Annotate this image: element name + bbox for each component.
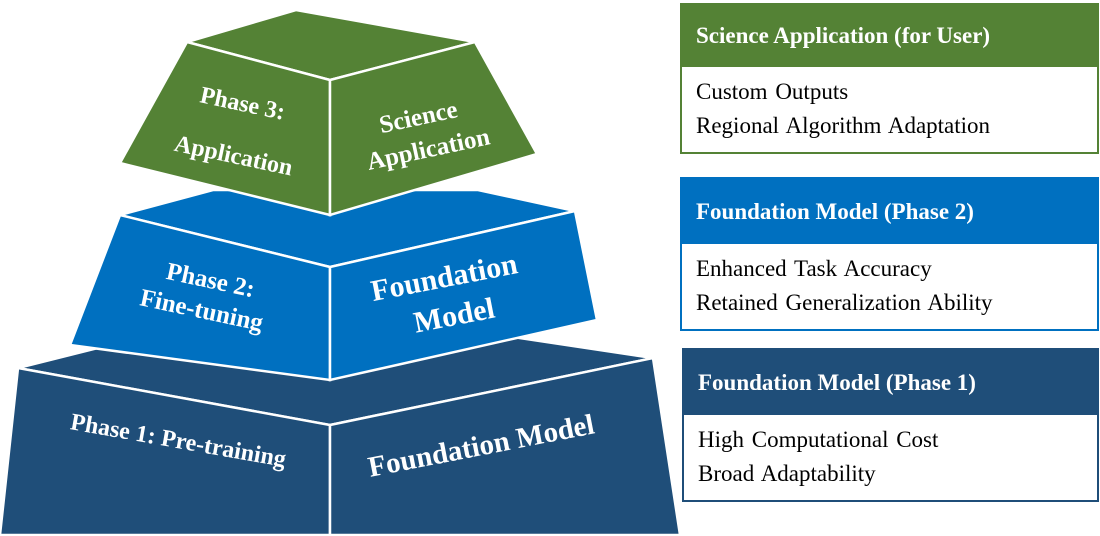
foundation-model-phase1-panel-header: Foundation Model (Phase 1) bbox=[684, 350, 1097, 415]
pyramid-diagram: Phase 1: Pre-training Foundation Model P… bbox=[0, 8, 680, 536]
tier-phase3: Phase 3: Application Science Application bbox=[118, 8, 539, 217]
science-application-line-2: Regional Algorithm Adaptation bbox=[696, 113, 991, 138]
foundation-model-phase2-panel-header: Foundation Model (Phase 2) bbox=[682, 179, 1097, 244]
tier-phase3-right-face bbox=[328, 40, 539, 217]
tier-phase1-right-face bbox=[328, 356, 680, 536]
science-application-panel-header: Science Application (for User) bbox=[682, 5, 1097, 67]
tier-phase2-right-face bbox=[328, 209, 599, 382]
foundation-model-phase2-line-1: Enhanced Task Accuracy bbox=[696, 256, 932, 281]
foundation-model-phase2-line-2: Retained Generalization Ability bbox=[696, 290, 993, 315]
foundation-model-phase1-line-2: Broad Adaptability bbox=[698, 461, 876, 486]
science-application-panel: Science Application (for User) Custom Ou… bbox=[680, 3, 1099, 154]
tier-phase1: Phase 1: Pre-training Foundation Model bbox=[0, 335, 680, 536]
tier-phase2: Phase 2: Fine-tuning Foundation Model bbox=[68, 188, 599, 382]
foundation-model-phase2-panel: Foundation Model (Phase 2) Enhanced Task… bbox=[680, 177, 1099, 331]
science-application-line-1: Custom Outputs bbox=[696, 79, 849, 104]
science-application-panel-body: Custom Outputs Regional Algorithm Adapta… bbox=[682, 67, 1097, 143]
foundation-model-phase1-panel: Foundation Model (Phase 1) High Computat… bbox=[682, 348, 1099, 502]
foundation-model-phase1-panel-body: High Computational Cost Broad Adaptabili… bbox=[684, 415, 1097, 491]
foundation-model-phase1-line-1: High Computational Cost bbox=[698, 427, 939, 452]
foundation-model-phase2-panel-body: Enhanced Task Accuracy Retained Generali… bbox=[682, 244, 1097, 320]
